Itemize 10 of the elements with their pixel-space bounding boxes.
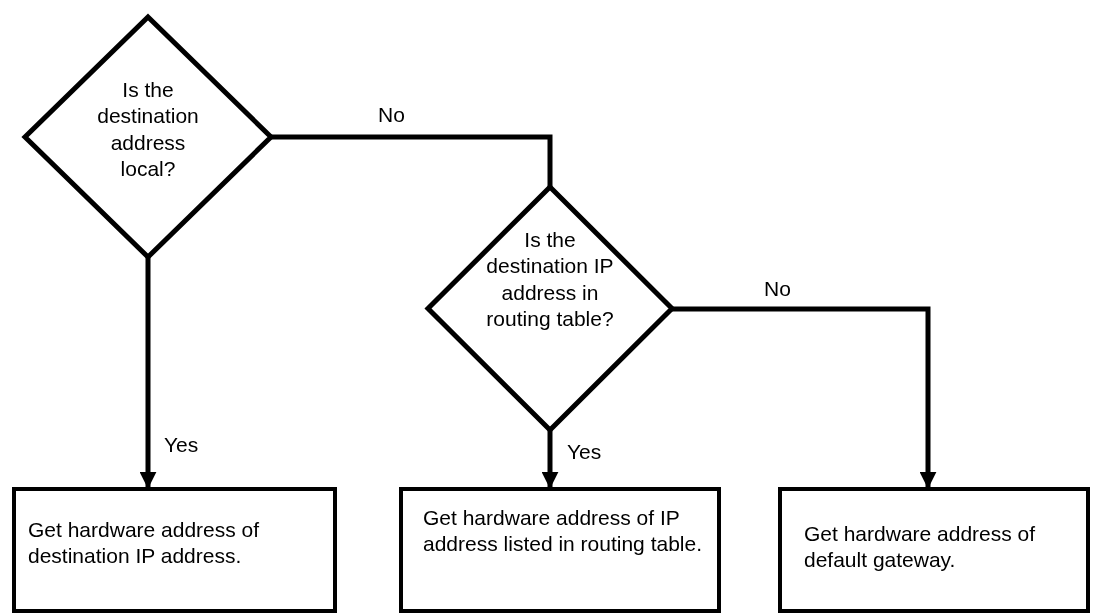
connector-arrow [139, 257, 157, 489]
process-text: Get hardware address of destination IP address. [28, 517, 261, 570]
process-box [12, 487, 337, 613]
decision-text: Is the destination address local? [96, 77, 200, 182]
process-box [778, 487, 1090, 613]
connector-arrow [541, 430, 559, 489]
process-text: Get hardware address of IP address listed in routing table. [423, 505, 703, 558]
process-box [399, 487, 721, 613]
process-text: Get hardware address of default gateway. [804, 521, 1037, 574]
connector-arrow [672, 306, 937, 489]
